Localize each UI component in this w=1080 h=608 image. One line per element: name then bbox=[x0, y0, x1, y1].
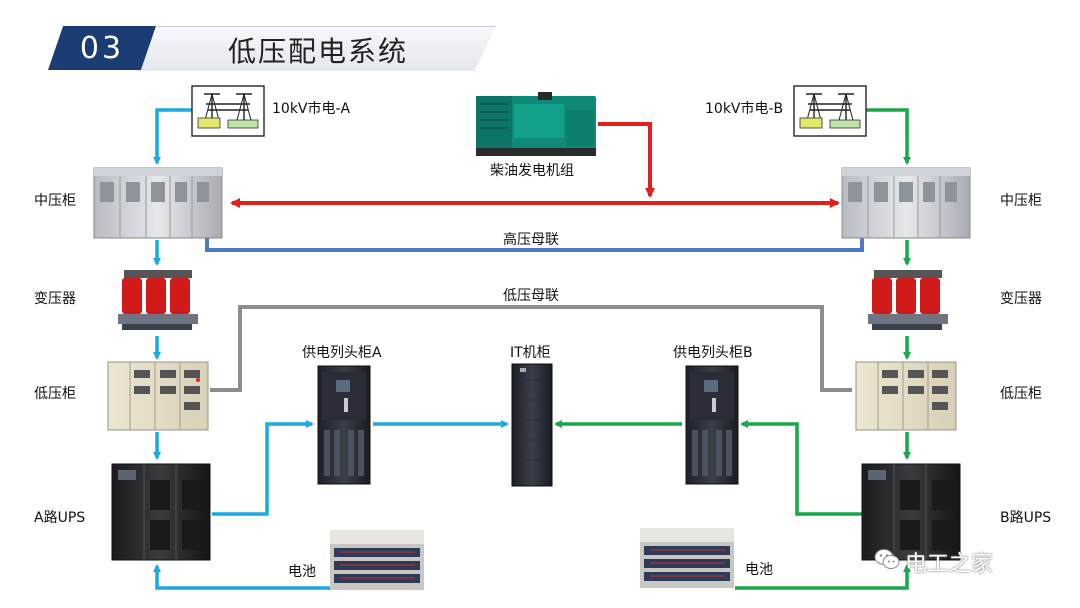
pdu-rack-a-image bbox=[317, 365, 371, 485]
it-rack-image bbox=[511, 363, 553, 487]
battery-a-image bbox=[330, 530, 424, 590]
left-ups-label: A路UPS bbox=[34, 510, 86, 526]
right-transformer-label: 变压器 bbox=[1000, 291, 1042, 307]
header-bar bbox=[136, 26, 496, 71]
pdu-b-label: 供电列头柜B bbox=[673, 345, 753, 361]
right-lv-cabinet-label: 低压柜 bbox=[1000, 386, 1042, 402]
path-b-lines bbox=[554, 108, 911, 590]
right-ups-label: B路UPS bbox=[1000, 510, 1052, 526]
lv-tie-line bbox=[210, 305, 852, 392]
pdu-rack-b-image bbox=[685, 365, 739, 485]
diesel-generator-image bbox=[476, 92, 596, 156]
transformer-a-image bbox=[118, 270, 198, 330]
transformer-b-image bbox=[868, 270, 948, 330]
left-mv-cabinet-label: 中压柜 bbox=[34, 193, 76, 209]
ups-b-image bbox=[861, 463, 961, 561]
grid-b-icon bbox=[793, 85, 867, 137]
pdu-a-label: 供电列头柜A bbox=[302, 345, 382, 361]
mv-cabinet-b-image bbox=[841, 167, 971, 239]
grid-a-icon bbox=[191, 85, 265, 137]
hv-tie-label: 高压母联 bbox=[503, 232, 559, 248]
right-battery-label: 电池 bbox=[745, 562, 773, 578]
battery-b-image bbox=[640, 528, 734, 588]
wechat-icon bbox=[874, 549, 900, 569]
mv-cabinet-a-image bbox=[93, 167, 223, 239]
path-a-lines bbox=[153, 108, 509, 590]
generator-feed-lines bbox=[230, 122, 840, 208]
grid-a-label: 10kV市电-A bbox=[272, 101, 351, 117]
watermark-text: 电工之家 bbox=[905, 552, 994, 577]
it-rack-label: IT机柜 bbox=[510, 345, 551, 361]
lv-tie-label: 低压母联 bbox=[503, 288, 559, 304]
left-lv-cabinet-label: 低压柜 bbox=[34, 386, 76, 402]
grid-b-label: 10kV市电-B bbox=[705, 101, 784, 117]
lv-cabinet-b-image bbox=[855, 361, 957, 431]
left-battery-label: 电池 bbox=[288, 564, 316, 580]
left-transformer-label: 变压器 bbox=[34, 291, 76, 307]
generator-label: 柴油发电机组 bbox=[490, 163, 574, 179]
ups-a-image bbox=[111, 463, 211, 561]
page-title: 低压配电系统 bbox=[228, 35, 409, 68]
right-mv-cabinet-label: 中压柜 bbox=[1000, 193, 1042, 209]
section-number-badge: 03 bbox=[48, 26, 156, 70]
lv-cabinet-a-image bbox=[107, 361, 209, 431]
